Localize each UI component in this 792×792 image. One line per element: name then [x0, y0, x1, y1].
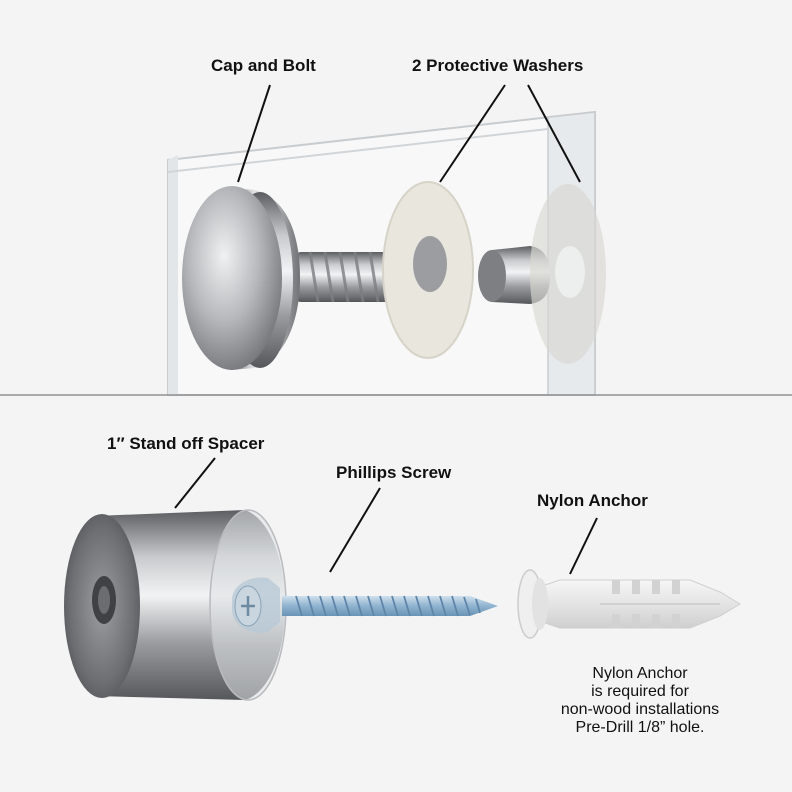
- label-nylon-anchor: Nylon Anchor: [537, 491, 648, 510]
- label-protective-washers: 2 Protective Washers: [412, 56, 584, 75]
- cap: [182, 186, 300, 370]
- note-line: Nylon Anchor: [592, 665, 688, 682]
- leader-anchor: [569, 517, 598, 575]
- leader-washer-front: [439, 84, 506, 183]
- leader-spacer: [174, 457, 216, 509]
- note-line: is required for: [591, 683, 689, 700]
- label-phillips-screw: Phillips Screw: [336, 463, 452, 482]
- leader-washer-back: [527, 84, 581, 183]
- washer-front: [382, 181, 474, 359]
- note-line: non-wood installations: [560, 701, 720, 718]
- nylon-anchor: [517, 569, 741, 639]
- note-line: Pre-Drill 1/8” hole.: [575, 719, 705, 736]
- label-cap-and-bolt: Cap and Bolt: [211, 56, 316, 75]
- washer-back: [530, 184, 606, 364]
- phillips-screw: [232, 577, 498, 633]
- standoff-spacer: [64, 509, 287, 701]
- leader-cap-and-bolt: [237, 84, 271, 183]
- label-standoff-spacer: 1″ Stand off Spacer: [107, 434, 265, 453]
- installation-note: Nylon Anchor is required for non-wood in…: [500, 665, 780, 737]
- leader-screw: [329, 487, 381, 573]
